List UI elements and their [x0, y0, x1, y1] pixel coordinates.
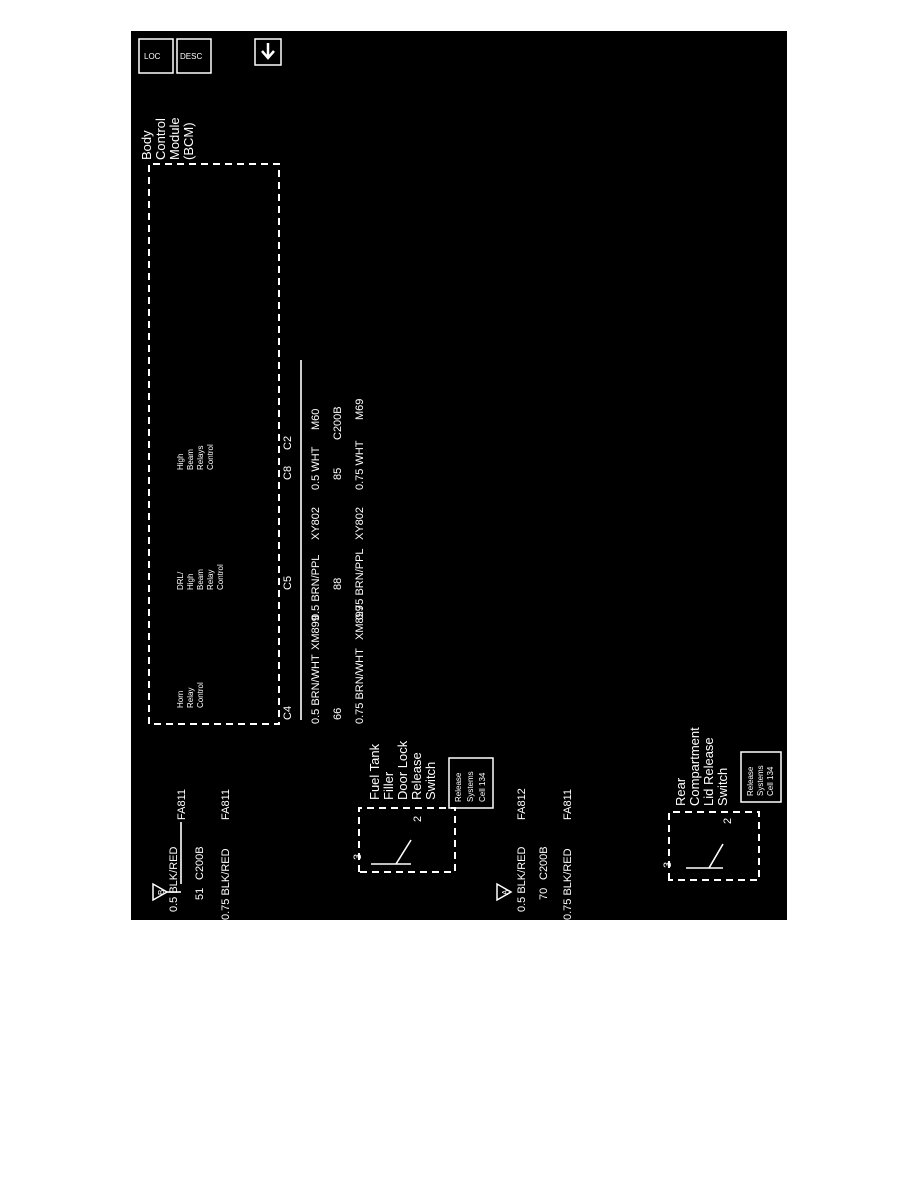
- loc-icon[interactable]: [138, 38, 174, 74]
- rear-switch-l1: Rear: [673, 777, 688, 806]
- connector-c8: C8: [282, 466, 294, 480]
- fuel-switch-l3: Door Lock: [395, 740, 410, 800]
- power-triangle-a: [496, 882, 513, 902]
- hb-ctrl-l2: Beam: [186, 449, 195, 470]
- diagram-panel: B 0.5 BLK/RED FA811 51 C200B 0.75 BLK/RE…: [131, 31, 787, 920]
- wire-code-w1: FA811: [176, 789, 188, 820]
- wire-code-w5: XM899: [310, 615, 322, 650]
- drl-ctrl-l1: DRL/: [176, 571, 185, 590]
- pin-51: 51: [194, 888, 206, 900]
- connector-c200b-c: C200B: [538, 846, 550, 880]
- horn-ctrl-l2: Relay: [186, 688, 195, 708]
- wiring-diagram: B 0.5 BLK/RED FA811 51 C200B 0.75 BLK/RE…: [138, 38, 782, 920]
- wire-code-w8: XY802: [354, 507, 366, 540]
- rear-switch-l2: Compartment: [687, 727, 702, 806]
- horn-ctrl-l3: Control: [196, 682, 205, 708]
- drl-ctrl-l5: Control: [216, 564, 225, 590]
- ground-b-label: B: [157, 890, 166, 895]
- bcm-line3: Module: [167, 117, 182, 160]
- wire-label-w5: 0.5 BRN/WHT: [310, 654, 322, 724]
- release-ref2-l2: Systems: [756, 765, 765, 796]
- wire-code-w6: XM899: [354, 605, 366, 640]
- wire-label-w8: 0.75 BRN/PPL: [354, 548, 366, 620]
- release-systems-ref-1: [448, 757, 494, 809]
- release-ref2-l1: Release: [746, 766, 755, 796]
- rear-switch-pin2: 2: [722, 818, 734, 824]
- fuel-switch-pin3: 3: [352, 854, 364, 860]
- loc-icon-label: LOC: [144, 52, 161, 61]
- ground-a-label: A: [501, 889, 510, 895]
- fuel-switch-l2: Filler: [381, 771, 396, 800]
- bcm-module-box: [148, 163, 280, 725]
- pin-66: 66: [332, 708, 344, 720]
- wire-label-w4: 0.75 BLK/RED: [562, 848, 574, 920]
- wire-label-w9: 0.5 WHT: [310, 446, 322, 490]
- release-ref1-l2: Systems: [466, 771, 475, 802]
- bcm-line4: (BCM): [181, 122, 196, 160]
- wire-label-w10: 0.75 WHT: [354, 440, 366, 490]
- release-ref2-l3: Cell 134: [766, 766, 775, 796]
- hb-ctrl-l4: Control: [206, 444, 215, 470]
- rear-switch-l4: Switch: [715, 768, 730, 806]
- wire-label-w2: 0.75 BLK/RED: [220, 848, 232, 920]
- hb-ctrl-l3: Relays: [196, 446, 205, 470]
- wire-code-w7: XY802: [310, 507, 322, 540]
- wire-code-w3: FA812: [516, 788, 528, 820]
- horn-ctrl-l1: Horn: [176, 691, 185, 708]
- wire-code-w2: FA811: [220, 789, 232, 820]
- rear-switch-contact: [708, 843, 724, 869]
- down-arrow-icon[interactable]: [254, 38, 282, 66]
- wire-label-w7: 0.5 BRN/PPL: [310, 555, 322, 620]
- connector-c4: C4: [282, 706, 294, 720]
- drl-ctrl-l2: High: [186, 574, 195, 590]
- connector-c200b-b: C200B: [332, 406, 344, 440]
- wire-code-w9: M60: [310, 409, 322, 430]
- rear-switch-l3: Lid Release: [701, 737, 716, 806]
- drl-ctrl-l3: Beam: [196, 569, 205, 590]
- pin-70: 70: [538, 888, 550, 900]
- pin-85: 85: [332, 468, 344, 480]
- wire-code-w4: FA811: [562, 789, 574, 820]
- pin-88: 88: [332, 578, 344, 590]
- fuel-switch-contact: [395, 839, 412, 865]
- desc-icon-label: DESC: [180, 52, 202, 61]
- drl-ctrl-l4: Relay: [206, 570, 215, 590]
- connector-c200b-a: C200B: [194, 846, 206, 880]
- bcm-line1: Body: [139, 130, 154, 160]
- desc-icon[interactable]: [176, 38, 212, 74]
- release-systems-ref-2: [740, 751, 782, 803]
- connector-c5: C5: [282, 576, 294, 590]
- rear-switch-pin3: 3: [662, 862, 674, 868]
- fuel-switch-l1: Fuel Tank: [367, 743, 382, 800]
- hb-ctrl-l1: High: [176, 454, 185, 470]
- release-ref1-l1: Release: [454, 772, 463, 802]
- fuel-door-switch-box: [358, 807, 456, 873]
- wire-label-w6: 0.75 BRN/WHT: [354, 648, 366, 724]
- bcm-line2: Control: [153, 118, 168, 160]
- wire-code-w10: M69: [354, 399, 366, 420]
- rear-lid-switch-box: [668, 811, 760, 881]
- wire-label-w1: 0.5 BLK/RED: [168, 847, 180, 912]
- fuel-switch-l5: Switch: [423, 762, 438, 800]
- release-ref1-l3: Cell 134: [478, 772, 487, 802]
- power-triangle-b: [152, 882, 169, 902]
- fuel-switch-l4: Release: [409, 752, 424, 800]
- wire-label-w3: 0.5 BLK/RED: [516, 847, 528, 912]
- fuel-switch-pin2: 2: [412, 816, 424, 822]
- connector-c2: C2: [282, 436, 294, 450]
